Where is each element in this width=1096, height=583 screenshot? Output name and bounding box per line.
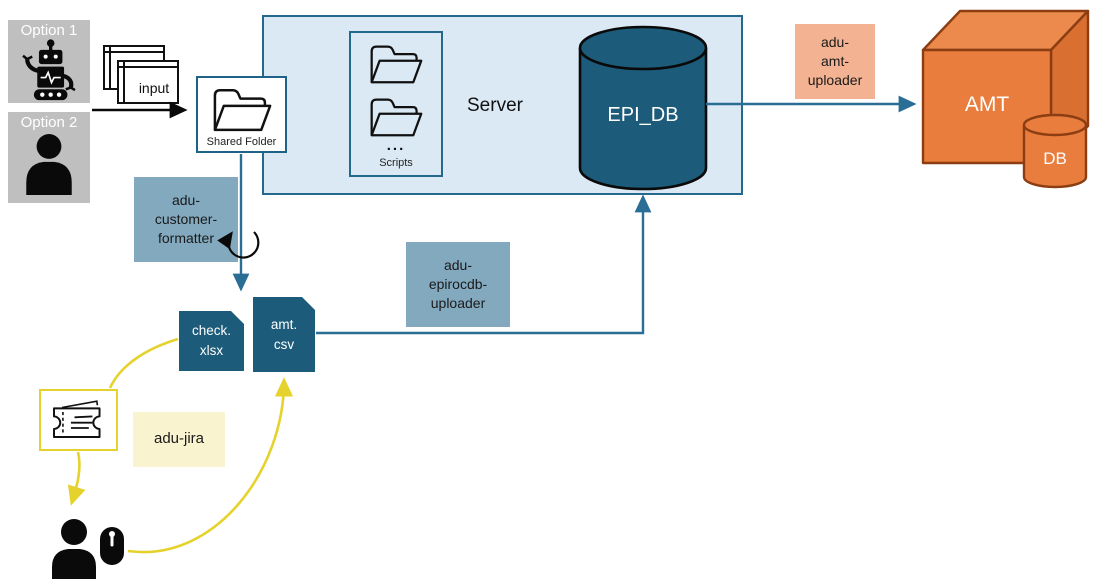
jira-ticket-box [39,389,118,451]
adu-epirocdb-uploader-box: adu- epirocdb- uploader [406,242,510,327]
adu-amt-uploader-box: adu- amt- uploader [795,24,875,99]
file-label-line: amt. [270,316,298,332]
tool-label-line: adu- [820,34,850,51]
option1-label: Option 1 [20,22,78,39]
input-label: input [138,80,170,96]
server-title: Server [467,95,523,116]
scripts-ellipsis: ... [386,137,406,154]
person-icon [21,133,77,195]
connector-check-xlsx-to-ticket [108,337,179,389]
tool-label-line: adu- [171,192,201,209]
database-cylinder-icon [578,25,708,191]
adu-customer-formatter-box: adu- customer- formatter [134,177,238,262]
amt-db-label: DB [1043,149,1067,168]
database-cylinder-icon [1022,113,1088,189]
file-label-line: check. [191,323,232,339]
tool-label-line: epirocdb- [428,276,488,293]
tool-label-line: customer- [154,211,218,228]
adu-jira-label: adu-jira [153,430,205,448]
option2-box: Option 2 [8,112,90,203]
tool-label-line: uploader [807,71,863,88]
tool-label-line: adu- [443,257,473,274]
amt-db-cylinder: DB [1022,113,1088,190]
tool-label-line: formatter [157,229,214,246]
amt-csv-file: amt. csv [253,297,315,372]
folder-icon [367,41,425,86]
option2-label: Option 2 [20,114,78,131]
amt-label: AMT [964,93,1010,116]
tool-label-line: uploader [430,294,486,311]
folder-icon [367,94,425,139]
option1-box: Option 1 [8,20,90,103]
file-label-line: xlsx [199,343,224,358]
robot-icon [18,39,80,101]
user-with-mouse-icon [48,515,126,579]
epi-db-label: EPI_DB [607,104,679,126]
shared-folder-box: Shared Folder [196,76,287,153]
folder-icon [209,84,275,134]
adu-jira-box: adu-jira [133,412,225,467]
ticket-icon [47,395,111,445]
arrow-ticket-to-user [67,451,86,506]
epi-db-cylinder: EPI_DB [578,22,708,192]
tool-label-line: amt- [821,53,849,70]
input-window: input [117,60,179,104]
file-label-line: csv [273,336,295,352]
scripts-label: Scripts [379,157,413,169]
shared-folder-label: Shared Folder [206,136,277,148]
check-xlsx-file: check. xlsx [179,311,244,371]
scripts-box: ... Scripts [349,31,443,177]
